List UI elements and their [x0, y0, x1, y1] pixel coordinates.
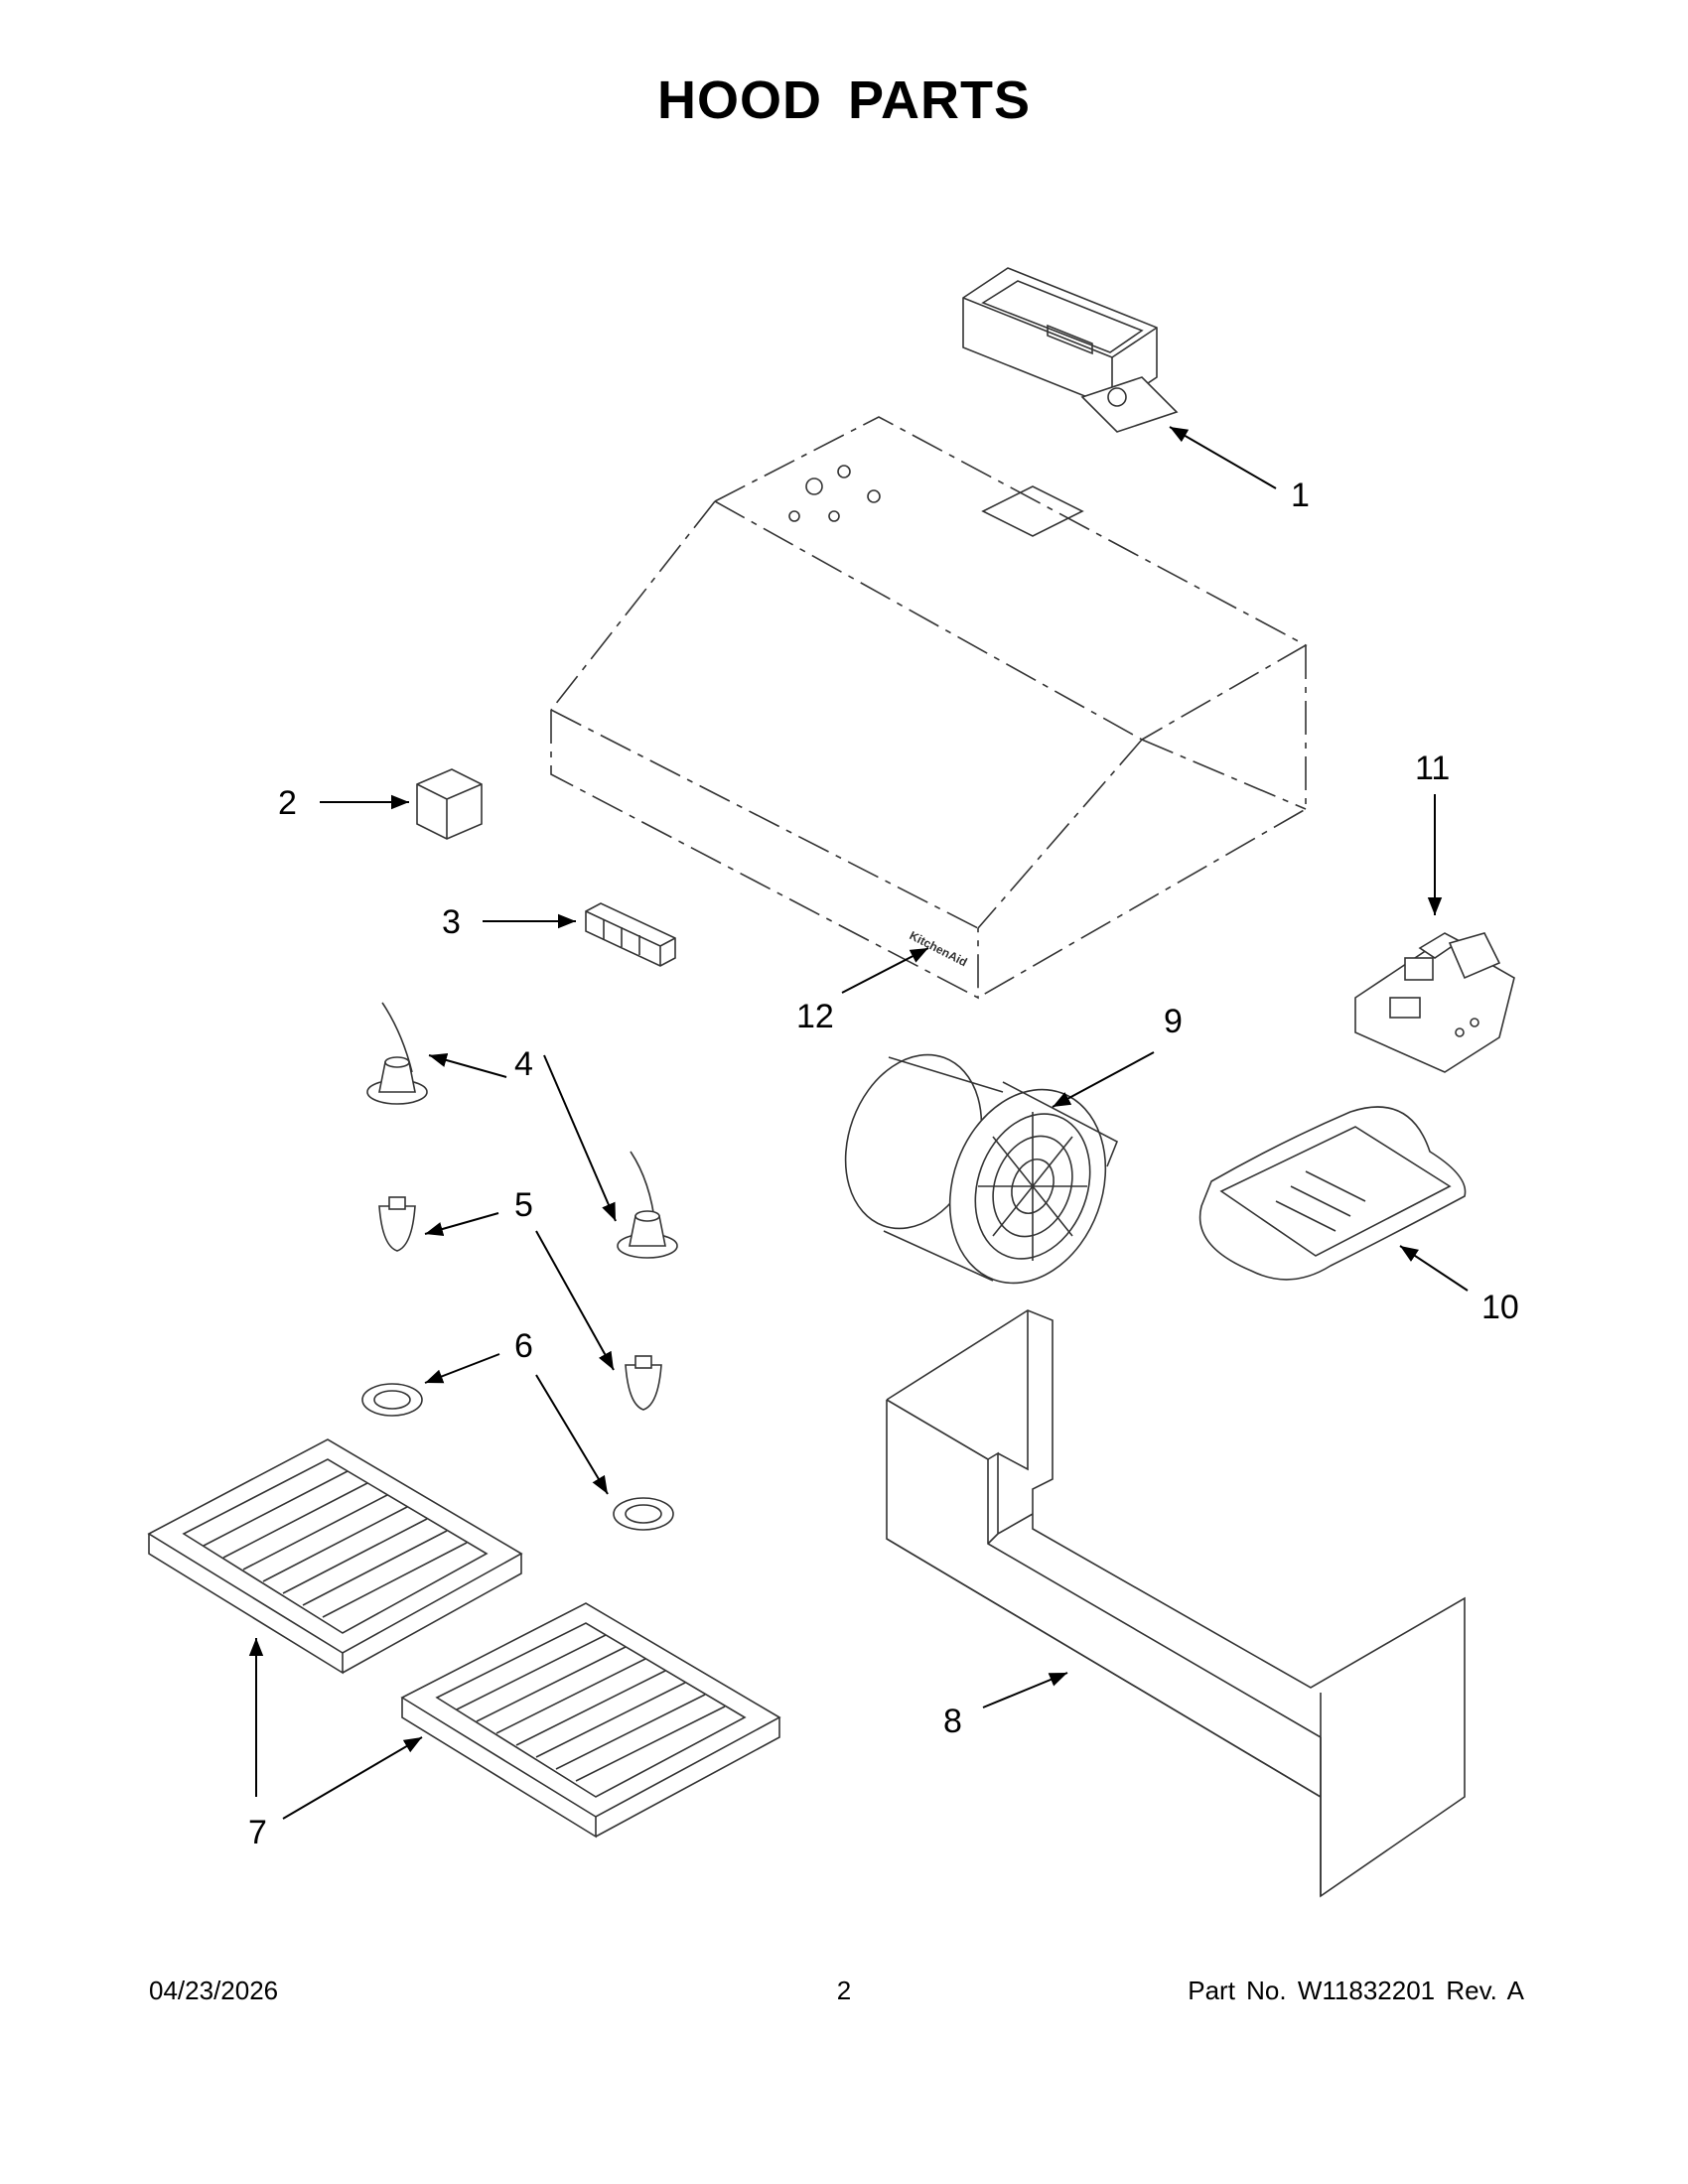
part-6-trim-ring-left [361, 1383, 423, 1417]
part-7-filter-lower [400, 1602, 781, 1839]
callout-11: 11 [1415, 750, 1450, 787]
page-title: HOOD PARTS [656, 70, 1031, 130]
part-5-bulb-right [625, 1355, 662, 1411]
part-3-switch-bar [585, 902, 676, 967]
callout-12: 12 [796, 998, 834, 1035]
leader-lines [248, 426, 1469, 1820]
part-4-light-socket-left [366, 1002, 428, 1105]
part-12-hood-body: KitchenAid [550, 416, 1308, 1000]
callout-numbers: 1 2 3 4 5 6 7 8 9 10 11 12 [248, 477, 1519, 1851]
callout-6: 6 [514, 1327, 533, 1365]
part-9-blower-motor [844, 1053, 1119, 1285]
part-5-bulb-left [378, 1196, 416, 1252]
callout-10: 10 [1481, 1289, 1519, 1326]
footer-page-number: 2 [836, 1976, 852, 2005]
brand-mark: KitchenAid [908, 928, 970, 969]
part-10-filter-pad [1198, 1106, 1467, 1281]
footer-date: 04/23/2026 [149, 1976, 279, 2005]
callout-3: 3 [442, 903, 461, 941]
part-6-trim-ring-right [613, 1497, 674, 1531]
part-11-control-board [1354, 932, 1515, 1073]
callout-8: 8 [943, 1703, 962, 1740]
part-4-light-socket-right [617, 1151, 678, 1259]
footer-part-number: Part No. W11832201 Rev. A [1188, 1976, 1524, 2005]
part-2-box [416, 768, 483, 840]
callout-1: 1 [1291, 477, 1310, 514]
callout-2: 2 [278, 784, 297, 822]
part-1-control-housing [962, 267, 1179, 433]
part-8-duct-cover [886, 1309, 1466, 1898]
callout-7: 7 [248, 1814, 267, 1851]
callout-5: 5 [514, 1186, 533, 1224]
callout-4: 4 [514, 1045, 533, 1083]
callout-9: 9 [1164, 1003, 1183, 1040]
part-7-filter-upper [147, 1438, 523, 1675]
